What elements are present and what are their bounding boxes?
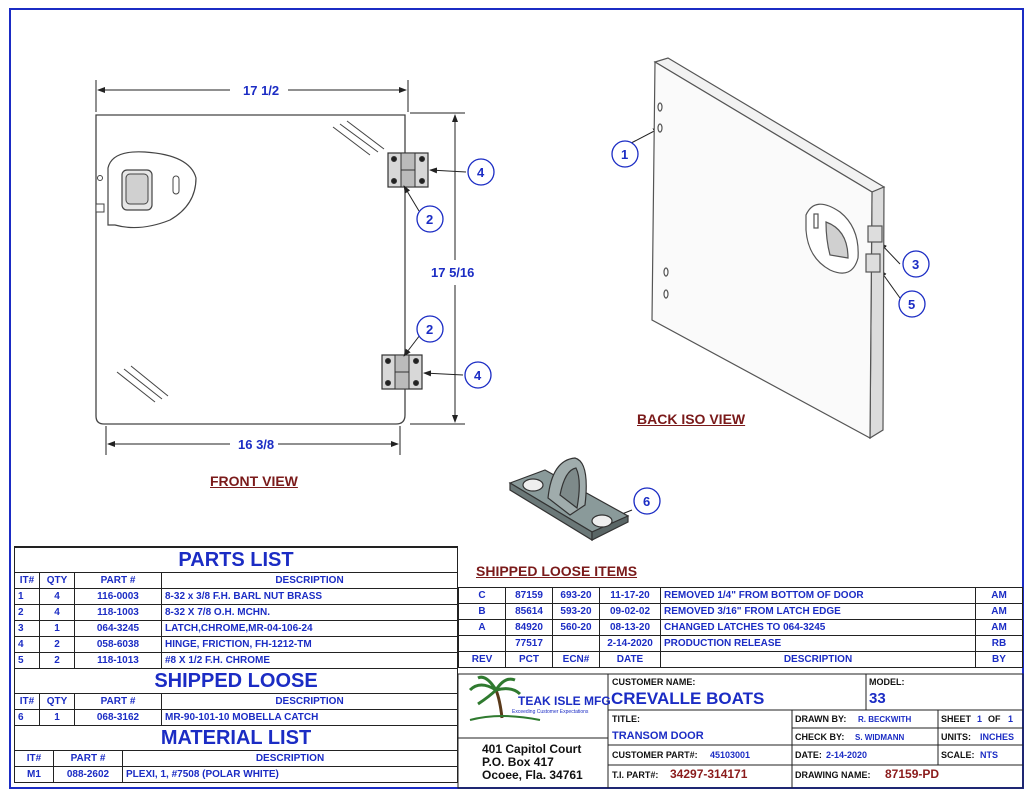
drawing-title: TRANSOM DOOR — [612, 730, 704, 742]
back-iso-view-title: BACK ISO VIEW — [637, 411, 746, 427]
units: INCHES — [980, 732, 1015, 742]
address-line-3: Ocoee, Fla. 34761 — [482, 768, 583, 782]
back-iso-door — [651, 57, 886, 440]
balloon-6: 6 — [643, 494, 651, 509]
customer-part-label: CUSTOMER PART#: — [612, 750, 698, 760]
company-tagline: Exceeding Customer Expectations — [512, 709, 589, 715]
sheet-total: 1 — [1008, 714, 1014, 724]
customer-part: 45103001 — [710, 750, 751, 760]
drawn-by: R. BECKWITH — [858, 715, 912, 724]
date-label: DATE: — [795, 750, 822, 760]
cell: PLEXI, 1, #7508 (POLAR WHITE) — [122, 766, 458, 783]
sheet-label: SHEET — [941, 714, 972, 724]
check-by-label: CHECK BY: — [795, 732, 845, 742]
date: 2-14-2020 — [826, 750, 868, 760]
drawn-by-label: DRAWN BY: — [795, 714, 847, 724]
balloon-5: 5 — [908, 297, 916, 312]
scale: NTS — [980, 750, 998, 760]
dim-width-top: 17 1/2 — [243, 83, 280, 98]
parts-list-title: PARTS LIST — [14, 546, 458, 573]
sheet-number: 1 — [977, 714, 983, 724]
model: 33 — [869, 690, 886, 707]
mobella-catch-image — [508, 457, 630, 542]
col-header: ECN# — [552, 651, 600, 668]
front-view-door — [95, 114, 406, 425]
balloon-1: 1 — [621, 147, 629, 162]
drawing-name-label: DRAWING NAME: — [795, 770, 871, 780]
customer-name: CREVALLE BOATS — [611, 689, 765, 708]
dim-width-bottom: 16 3/8 — [238, 437, 275, 452]
balloon-3: 3 — [912, 257, 920, 272]
company-name: TEAK ISLE MFG — [518, 694, 611, 708]
address-line-1: 401 Capitol Court — [482, 742, 582, 756]
col-header: BY — [975, 651, 1023, 668]
dim-height: 17 5/16 — [431, 265, 475, 280]
palm-tree-logo — [468, 675, 541, 721]
balloon-4: 4 — [474, 368, 482, 383]
units-label: UNITS: — [941, 732, 971, 742]
ti-part-label: T.I. PART#: — [612, 770, 659, 780]
ti-part: 34297-314171 — [670, 767, 748, 781]
dimension-lines — [95, 80, 465, 455]
address-line-2: P.O. Box 417 — [482, 755, 554, 769]
shipped-loose-items-title: SHIPPED LOOSE ITEMS — [476, 563, 638, 579]
drawing-name: 87159-PD — [885, 767, 940, 781]
check-by: S. WIDMANN — [855, 733, 905, 742]
front-view-title: FRONT VIEW — [210, 473, 298, 489]
customer-name-label: CUSTOMER NAME: — [612, 677, 696, 687]
balloon-2: 2 — [426, 322, 434, 337]
balloon-2: 2 — [426, 212, 434, 227]
title-label: TITLE: — [612, 714, 640, 724]
model-label: MODEL: — [869, 677, 905, 687]
material-list-title: MATERIAL LIST — [14, 725, 458, 751]
front-hinge-bottom — [381, 354, 423, 390]
balloon-4: 4 — [477, 165, 485, 180]
scale-label: SCALE: — [941, 750, 975, 760]
sheet-of-label: OF — [988, 714, 1001, 724]
